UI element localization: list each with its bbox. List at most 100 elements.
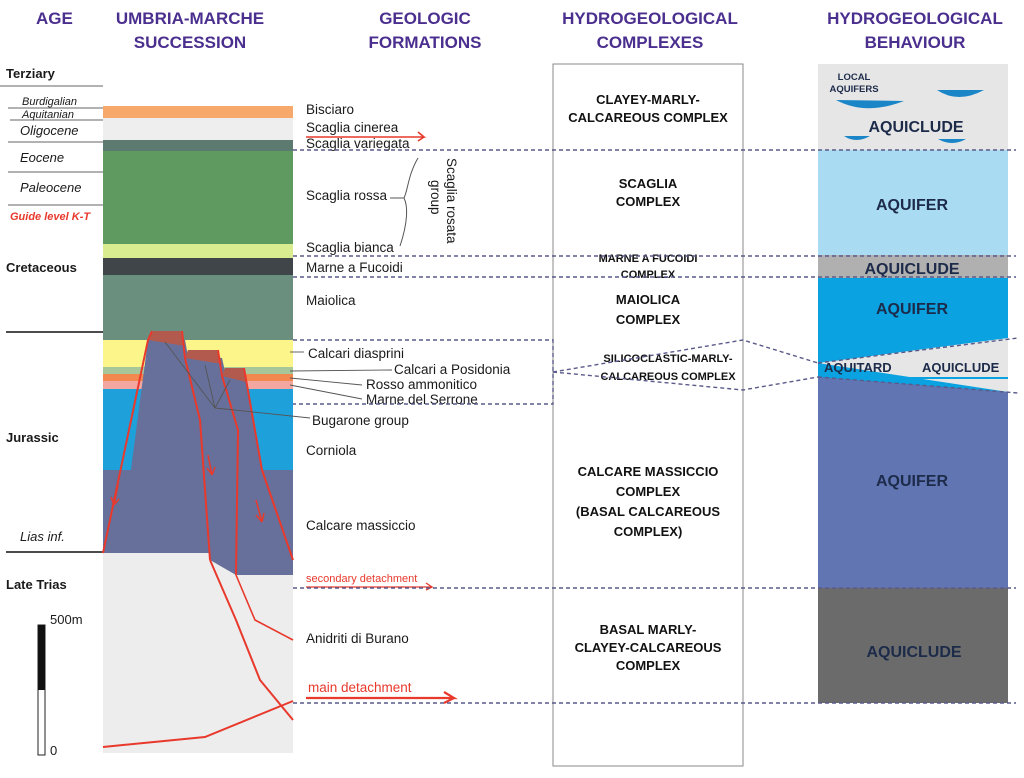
detachment-arrow-icon	[306, 691, 458, 704]
formation-leader	[289, 377, 363, 386]
fault-line-deep	[209, 559, 294, 721]
complexes-column: CLAYEY-MARLY- CALCAREOUS COMPLEX SCAGLIA…	[552, 63, 744, 767]
behaviour-column: LOCAL AQUIFERS AQUICLUDE AQUIFER AQUICLU…	[818, 64, 1008, 703]
age-cretaceous: Cretaceous	[6, 260, 77, 275]
age-burdigalian: Burdigalian	[22, 96, 77, 108]
bugarone-leader	[214, 379, 231, 409]
complex-basal-marly-line3: COMPLEX	[616, 658, 681, 673]
horst-block-massiccio	[222, 376, 293, 575]
formation-labels: Bisciaro Scaglia cinerea Scaglia variega…	[289, 102, 511, 704]
complex-clayey-marly-line1: CLAYEY-MARLY-	[596, 92, 700, 107]
layer-anidriti-burano	[103, 553, 293, 753]
behaviour-aquiclude-fucoidi: AQUICLUDE	[864, 261, 959, 278]
age-lias: Lias inf.	[20, 529, 65, 544]
formation-rosso-ammonitico: Rosso ammonitico	[366, 377, 477, 392]
horst-cap-bugarone	[222, 368, 246, 382]
correlation-line	[817, 337, 1019, 364]
aquifer-lens-icon	[937, 90, 984, 97]
fault-line	[243, 367, 294, 561]
complex-scaglia-line2: COMPLEX	[616, 194, 681, 209]
formation-scaglia-cinerea: Scaglia cinerea	[306, 120, 399, 135]
age-aquitanian: Aquitanian	[21, 109, 74, 121]
detachment-arrow-icon	[306, 131, 427, 142]
column-headers: AGE UMBRIA-MARCHE SUCCESSION GEOLOGIC FO…	[36, 9, 1003, 52]
header-formations-line1: GEOLOGIC	[379, 9, 471, 28]
layer-maiolica	[103, 275, 293, 340]
behaviour-aquiclude-silico: AQUICLUDE	[922, 360, 1000, 375]
header-succession-line2: SUCCESSION	[134, 33, 246, 52]
scale-bar: 500m 0	[37, 612, 83, 758]
horst-block-massiccio	[120, 340, 210, 553]
correlation-line	[817, 376, 1019, 394]
group-brace	[399, 157, 419, 247]
complex-marne-fucoidi-line1: MARNE A FUCOIDI	[599, 253, 698, 265]
layer-scaglia-cinerea	[103, 118, 293, 140]
formation-anidriti-burano: Anidriti di Burano	[306, 631, 409, 646]
complex-silicoclastic-line1: SILICOCLASTIC-MARLY-	[603, 353, 732, 365]
behaviour-aquifer-massiccio: AQUIFER	[876, 473, 948, 490]
formation-marne-serrone: Marne del Serrone	[366, 392, 478, 407]
bugarone-leader	[164, 341, 216, 409]
behaviour-aquitard: AQUITARD	[824, 360, 892, 375]
horst-cap-bugarone	[185, 350, 222, 364]
age-jurassic: Jurassic	[6, 430, 59, 445]
formation-scaglia-rosata-group-line2: group	[428, 180, 443, 215]
age-guide-level: Guide level K-T	[10, 211, 91, 223]
header-complexes-line1: HYDROGEOLOGICAL	[562, 9, 738, 28]
zone-aquifer-scaglia	[818, 150, 1008, 255]
complex-basal-marly-line2: CLAYEY-CALCAREOUS	[575, 640, 722, 655]
formation-main-detachment: main detachment	[308, 680, 412, 695]
behaviour-aquiclude-basal: AQUICLUDE	[866, 644, 961, 661]
zone-aquiclude-basal	[818, 588, 1008, 703]
formation-leader	[289, 369, 393, 372]
behaviour-local-aquifers-line1: LOCAL	[838, 72, 871, 83]
complex-silicoclastic-line2: CALCAREOUS COMPLEX	[600, 371, 736, 383]
behaviour-aquifer-scaglia: AQUIFER	[876, 197, 948, 214]
horst-cap-bugarone	[148, 331, 185, 346]
formation-scaglia-bianca: Scaglia bianca	[306, 240, 394, 255]
fault-line	[102, 330, 153, 554]
zone-transition	[818, 377, 1008, 379]
fault-line	[217, 349, 240, 576]
layer-marne-fucoidi	[103, 258, 293, 275]
formation-scaglia-variegata: Scaglia variegata	[306, 136, 410, 151]
layer-bisciaro	[103, 106, 293, 118]
fault-line	[181, 330, 211, 561]
correlation-line	[552, 371, 819, 391]
complexes-frame	[552, 63, 744, 767]
header-succession-line1: UMBRIA-MARCHE	[116, 9, 264, 28]
bugarone-leader	[204, 364, 216, 409]
zone-aquifer-maiolica	[818, 278, 1008, 350]
correlation-line	[552, 339, 819, 373]
fault-arrow-icon	[206, 454, 216, 476]
age-column: Terziary Burdigalian Aquitanian Oligocen…	[0, 66, 103, 592]
age-oligocene: Oligocene	[20, 123, 79, 138]
behaviour-local-aquifers-line2: AQUIFERS	[829, 84, 878, 95]
scale-bottom-label: 0	[50, 743, 57, 758]
age-eocene: Eocene	[20, 150, 64, 165]
formation-scaglia-rosata-group-line1: Scaglia rosata	[444, 158, 459, 244]
formation-maiolica: Maiolica	[306, 293, 356, 308]
formation-leader	[289, 384, 363, 400]
formation-marne-fucoidi: Marne a Fucoidi	[306, 260, 403, 275]
zone-aquiclude-fucoidi	[818, 255, 1008, 278]
formation-calcari-diasprini: Calcari diasprini	[308, 346, 404, 361]
aquifer-lens-icon	[836, 100, 904, 109]
formation-calcare-massiccio: Calcare massiccio	[306, 518, 416, 533]
zone-aquifer-massiccio	[818, 377, 1008, 588]
complex-marne-fucoidi-line2: COMPLEX	[621, 269, 676, 281]
header-complexes-line2: COMPLEXES	[597, 33, 704, 52]
complex-clayey-marly-line2: CALCAREOUS COMPLEX	[568, 110, 728, 125]
complex-calcare-massiccio-line2: COMPLEX	[616, 484, 681, 499]
layer-scaglia-rossa	[103, 151, 293, 244]
header-formations-line2: FORMATIONS	[368, 33, 481, 52]
aquifer-lens-icon	[938, 139, 966, 143]
age-tertiary: Terziary	[6, 66, 56, 81]
behaviour-aquiclude-top: AQUICLUDE	[868, 119, 963, 136]
header-age: AGE	[36, 9, 73, 28]
correlation-lines	[293, 149, 1019, 704]
main-detachment-line	[102, 700, 294, 748]
aquifer-lens-icon	[844, 136, 870, 140]
complex-calcare-massiccio-line3: (BASAL CALCAREOUS	[576, 504, 721, 519]
